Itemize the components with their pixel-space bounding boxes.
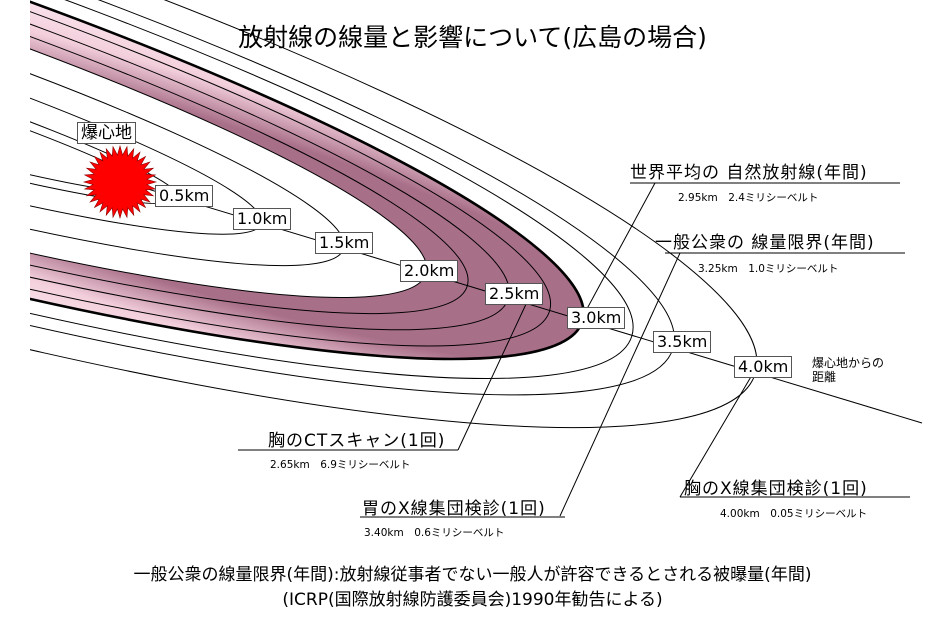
dose-contour	[30, 0, 552, 347]
explosion-burst-icon	[82, 144, 158, 220]
callout-leader	[457, 301, 528, 451]
callout-chest-xray-title: 胸のX線集団検診(1回)	[684, 479, 868, 499]
distance-label: 2.5km	[485, 283, 544, 305]
axis-label-line2: 距離	[812, 370, 837, 384]
axis-label: 爆心地からの距離	[812, 356, 884, 384]
callout-natural-radiation-detail: 2.95km 2.4ミリシーベルト	[678, 192, 819, 204]
dose-contour	[30, 0, 469, 315]
callout-chest-ct-title: 胸のCTスキャン(1回)	[268, 431, 446, 451]
distance-label: 4.0km	[734, 356, 793, 378]
callout-stomach-xray-title: 胃のX線集団検診(1回)	[362, 499, 546, 519]
dose-contour	[30, 0, 634, 379]
distance-label: 2.0km	[400, 260, 459, 282]
hypocenter-label: 爆心地	[77, 122, 136, 144]
page-title: 放射線の線量と影響について(広島の場合)	[238, 23, 707, 52]
dose-band-inner	[30, 0, 427, 298]
distance-label: 0.5km	[155, 185, 214, 207]
distance-label: 1.5km	[315, 232, 374, 254]
footnote-line1: 一般公衆の線量限界(年間):放射線従事者でない一般人が許容できるとされる被曝量(…	[133, 565, 812, 585]
callout-chest-xray-detail: 4.00km 0.05ミリシーベルト	[720, 508, 868, 520]
callout-public-limit-title: 一般公衆の 線量限界(年間)	[655, 233, 875, 253]
axis-label-line1: 爆心地からの	[812, 356, 885, 370]
callout-chest-ct-detail: 2.65km 6.9ミリシーベルト	[270, 459, 411, 471]
callout-natural-radiation-title: 世界平均の 自然放射線(年間)	[630, 163, 868, 183]
distance-label: 3.0km	[567, 307, 626, 329]
callout-stomach-xray-detail: 3.40km 0.6ミリシーベルト	[364, 527, 505, 539]
callout-leader	[581, 182, 656, 319]
footnote-line2: (ICRP(国際放射線防護委員会)1990年勧告による)	[282, 590, 663, 610]
distance-label: 1.0km	[233, 208, 292, 230]
callout-leader	[559, 252, 681, 517]
distance-label: 3.5km	[653, 331, 712, 353]
callout-leader	[679, 374, 753, 498]
callout-public-limit-detail: 3.25km 1.0ミリシーベルト	[698, 263, 839, 275]
